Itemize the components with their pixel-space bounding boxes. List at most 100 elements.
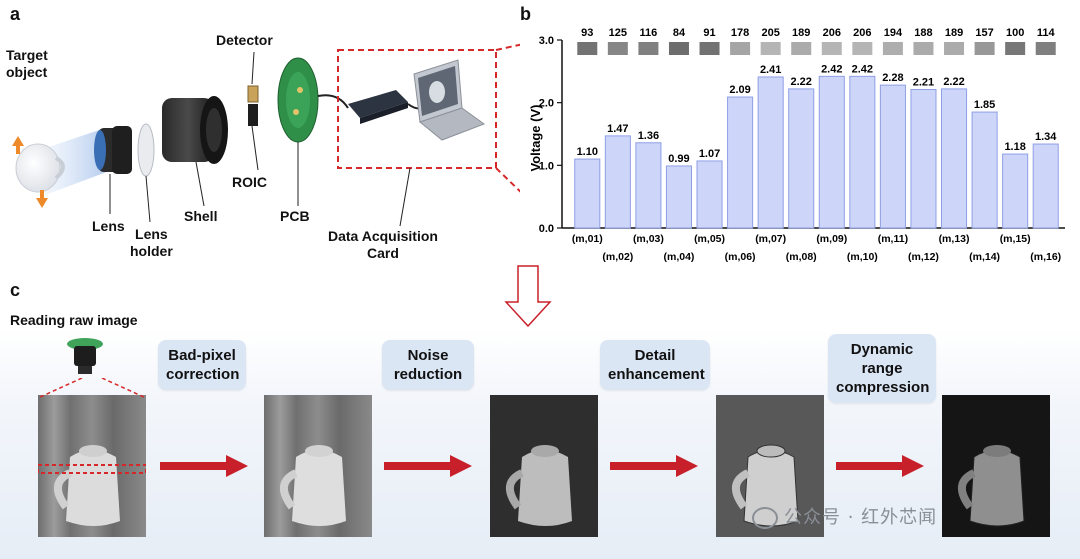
- y-tick-label: 1.0: [539, 160, 554, 172]
- x-tick-label: (m,09): [816, 233, 847, 245]
- bar: [1032, 143, 1059, 229]
- pipeline-arrow-3: [610, 455, 698, 477]
- x-tick-label: (m,01): [572, 233, 603, 245]
- pcb-board: [277, 57, 319, 143]
- label-data-acquisition-card: Data Acquisition Card: [328, 228, 438, 261]
- x-tick-label: (m,05): [694, 233, 725, 245]
- bar-value-label: 1.36: [638, 130, 659, 142]
- bar: [574, 158, 601, 229]
- bar-value-label: 1.10: [577, 146, 598, 158]
- pipeline-arrow-1: [160, 455, 248, 477]
- gray-swatch: [913, 42, 934, 55]
- lens-holder: [137, 123, 155, 177]
- bar-value-label: 2.41: [760, 64, 781, 76]
- panel-letter-b: b: [520, 4, 531, 24]
- bar-value-label: 2.22: [943, 76, 964, 88]
- daq-highlight-box: [337, 49, 497, 169]
- shell: [162, 96, 228, 164]
- x-tick-label: (m,04): [664, 251, 695, 263]
- bar: [604, 135, 631, 229]
- bar: [635, 142, 662, 229]
- wechat-icon: [752, 507, 778, 529]
- bar: [941, 88, 968, 229]
- gray-swatch: [577, 42, 598, 55]
- label-detector: Detector: [216, 32, 273, 48]
- x-tick-label: (m,10): [847, 251, 878, 263]
- gray-swatch: [668, 42, 689, 55]
- bar-value-label: 2.28: [882, 72, 903, 84]
- step-detail-enhancement: Detail enhancement: [600, 340, 710, 390]
- x-tick-label: (m,02): [602, 251, 633, 263]
- zoom-line-bottom: [495, 167, 520, 193]
- gray-level-label: 189: [945, 27, 963, 39]
- down-arrow-icon: [504, 265, 552, 328]
- y-tick-label: 2.0: [539, 98, 554, 110]
- gray-swatch: [944, 42, 965, 55]
- bar: [849, 75, 876, 229]
- bar: [1002, 153, 1029, 229]
- x-tick-label: (m,15): [1000, 233, 1031, 245]
- gray-level-label: 188: [914, 27, 932, 39]
- bar: [818, 75, 845, 229]
- label-shell: Shell: [184, 208, 218, 224]
- x-tick-label: (m,12): [908, 251, 939, 263]
- camera-exploded-diagram: [12, 43, 520, 227]
- dynamic-range-compressed-frame: [942, 395, 1050, 537]
- motion-arrow-icon: [12, 136, 48, 208]
- bar-value-label: 0.99: [668, 153, 689, 165]
- bar-value-label: 1.34: [1035, 131, 1057, 143]
- bar-value-label: 2.42: [852, 63, 873, 75]
- label-target-object: Target object: [6, 47, 48, 80]
- label-lens: Lens: [92, 218, 125, 234]
- label-lens-holder: Lens holder: [130, 226, 173, 259]
- bar: [879, 84, 906, 229]
- x-tick-label: (m,07): [755, 233, 786, 245]
- pipeline-arrow-2: [384, 455, 472, 477]
- gray-level-label: 157: [975, 27, 993, 39]
- gray-level-label: 93: [581, 27, 593, 39]
- gray-swatch: [730, 42, 751, 55]
- zoom-line-top: [495, 43, 520, 51]
- gray-level-label: 114: [1037, 27, 1056, 39]
- bar: [727, 96, 754, 229]
- gray-level-label: 178: [731, 27, 749, 39]
- step-dynamic-range-compression: Dynamic range compression: [828, 334, 936, 403]
- gray-swatch: [699, 42, 720, 55]
- watermark: 公众号 · 红外芯闻: [752, 503, 937, 529]
- gray-swatch: [638, 42, 659, 55]
- camera-icon: [67, 338, 103, 374]
- step-noise-reduction: Noise reduction: [382, 340, 474, 390]
- bar: [665, 165, 692, 229]
- gray-level-label: 125: [609, 27, 627, 39]
- bar-value-label: 2.21: [913, 77, 934, 89]
- x-tick-label: (m,13): [939, 233, 970, 245]
- x-tick-label: (m,16): [1030, 251, 1061, 263]
- bar-value-label: 1.47: [607, 123, 628, 135]
- laptop-icon: [413, 59, 486, 141]
- raw-image-frame: [38, 395, 146, 537]
- gray-level-label: 194: [884, 27, 903, 39]
- gray-level-label: 206: [853, 27, 871, 39]
- bar-value-label: 2.22: [791, 76, 812, 88]
- gray-level-label: 91: [703, 27, 715, 39]
- label-pcb: PCB: [280, 208, 310, 224]
- bar-value-label: 1.85: [974, 99, 995, 111]
- pipeline-arrow-4: [836, 455, 924, 477]
- panel-letter-c: c: [10, 280, 21, 300]
- gray-level-label: 189: [792, 27, 810, 39]
- bar: [757, 76, 784, 229]
- x-tick-label: (m,06): [725, 251, 756, 263]
- detector-chip: [247, 85, 259, 126]
- bar: [910, 89, 937, 229]
- gray-level-label: 100: [1006, 27, 1024, 39]
- label-roic: ROIC: [232, 174, 267, 190]
- y-ticks: 0.01.02.03.0: [539, 35, 562, 235]
- gray-swatch: [791, 42, 812, 55]
- bar: [788, 88, 815, 229]
- scan-dashed-lines: [37, 378, 147, 399]
- gray-swatch: [882, 42, 903, 55]
- gray-level-label: 205: [761, 27, 779, 39]
- x-tick-label: (m,14): [969, 251, 1000, 263]
- lens: [94, 126, 132, 174]
